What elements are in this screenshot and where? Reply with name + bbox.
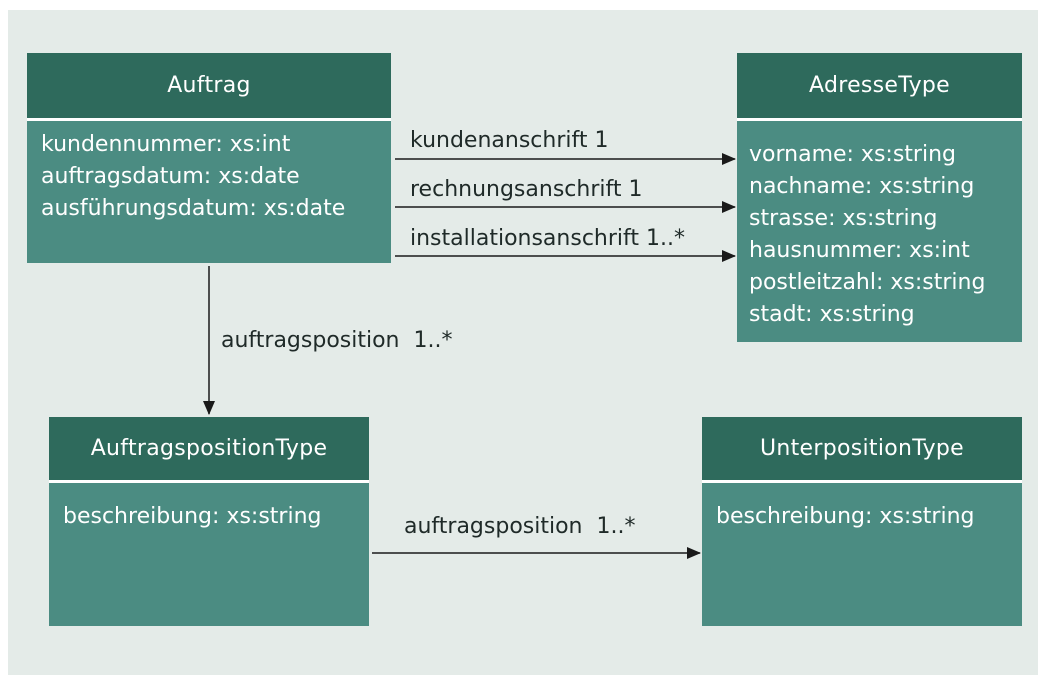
attribute: stadt: xs:string (749, 302, 915, 327)
attribute: nachname: xs:string (749, 174, 975, 199)
association-label-kundenanschrift: kundenanschrift 1 (410, 128, 609, 153)
association-label-installationsanschrift: installationsanschrift 1..* (410, 226, 685, 251)
class-unterposition-type-name: UnterpositionType (702, 417, 1022, 480)
class-adresse-type: AdresseType vorname: xs:string nachname:… (737, 53, 1022, 342)
class-auftragsposition-type-name: AuftragspositionType (49, 417, 369, 480)
class-auftragsposition-type: AuftragspositionType beschreibung: xs:st… (49, 417, 369, 626)
attribute: strasse: xs:string (749, 206, 938, 231)
attribute: ausführungsdatum: xs:date (41, 196, 346, 221)
attribute: vorname: xs:string (749, 142, 956, 167)
class-auftrag: Auftrag kundennummer: xs:int auftragsdat… (27, 53, 391, 263)
attribute: postleitzahl: xs:string (749, 270, 986, 295)
attribute: auftragsdatum: xs:date (41, 164, 300, 189)
association-label-rechnungsanschrift: rechnungsanschrift 1 (410, 177, 643, 202)
class-auftragsposition-type-attributes: beschreibung: xs:string (49, 480, 369, 626)
class-auftrag-attributes: kundennummer: xs:int auftragsdatum: xs:d… (27, 118, 391, 263)
attribute: beschreibung: xs:string (716, 504, 975, 529)
class-unterposition-type-attributes: beschreibung: xs:string (702, 480, 1022, 626)
class-adresse-type-name: AdresseType (737, 53, 1022, 118)
attribute: beschreibung: xs:string (63, 504, 322, 529)
attribute: hausnummer: xs:int (749, 238, 970, 263)
attribute: kundennummer: xs:int (41, 132, 291, 157)
class-adresse-type-attributes: vorname: xs:string nachname: xs:string s… (737, 118, 1022, 342)
association-label-auftragsposition: auftragsposition 1..* (221, 328, 453, 353)
class-auftrag-name: Auftrag (27, 53, 391, 118)
class-unterposition-type: UnterpositionType beschreibung: xs:strin… (702, 417, 1022, 626)
association-label-unterposition: auftragsposition 1..* (404, 514, 636, 539)
